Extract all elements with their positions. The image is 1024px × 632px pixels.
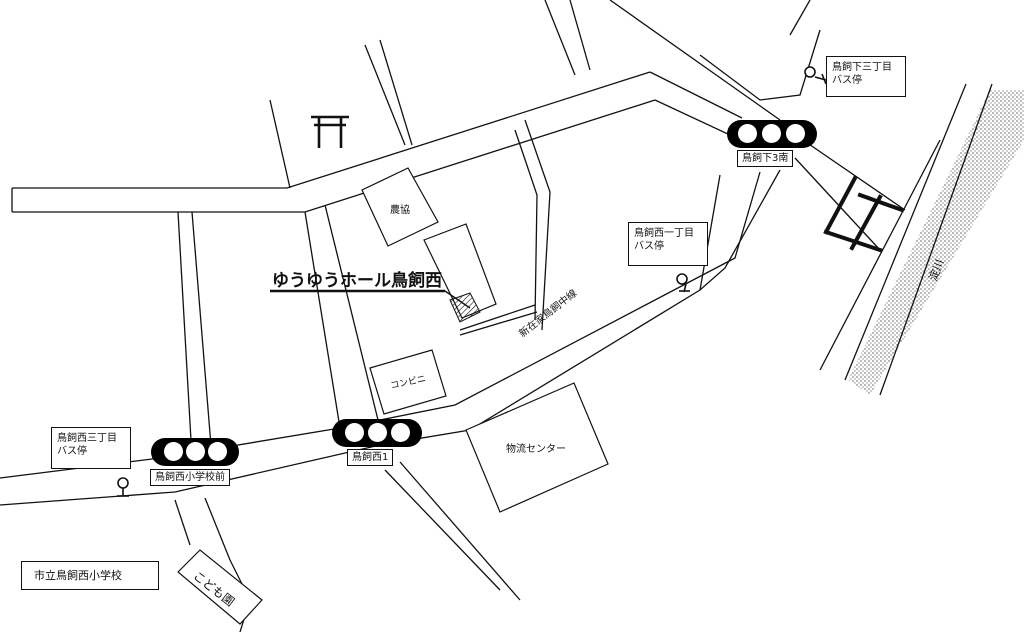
bus-stop-marker-shimo3 [804, 66, 827, 85]
butsuryu-building [465, 382, 609, 513]
torii-icon [311, 115, 349, 148]
signal-label: 鳥飼西1 [347, 449, 394, 466]
traffic-light-icon [151, 438, 239, 466]
road-network [0, 0, 906, 632]
kindergarten-building [177, 549, 263, 625]
river [819, 83, 1024, 396]
bus-stop-marker-nishi3 [117, 477, 129, 497]
bridge-icon [823, 175, 905, 253]
butsuryu-label: 物流センター [506, 444, 566, 455]
nokyo-building [361, 167, 439, 247]
nokyo-label: 農協 [390, 205, 410, 216]
traffic-light-icon [332, 419, 422, 447]
school-label: 市立鳥飼西小学校 [21, 561, 159, 590]
hall-building [423, 223, 497, 319]
bus-stop-marker-nishi1 [676, 273, 690, 293]
signal-label: 鳥飼西小学校前 [150, 469, 230, 486]
bus-stop-shimo3: 鳥飼下三丁目 バス停 [826, 56, 906, 97]
bus-stop-nishi3: 鳥飼西三丁目 バス停 [51, 427, 131, 469]
bus-stop-nishi1: 鳥飼西一丁目 バス停 [628, 222, 708, 266]
konbini-building [369, 349, 447, 415]
traffic-light-icon [727, 120, 817, 148]
hall-leader-line [444, 290, 471, 309]
signal-label: 鳥飼下3南 [737, 150, 794, 167]
hall-label: ゆうゆうホール鳥飼西 [272, 271, 442, 291]
